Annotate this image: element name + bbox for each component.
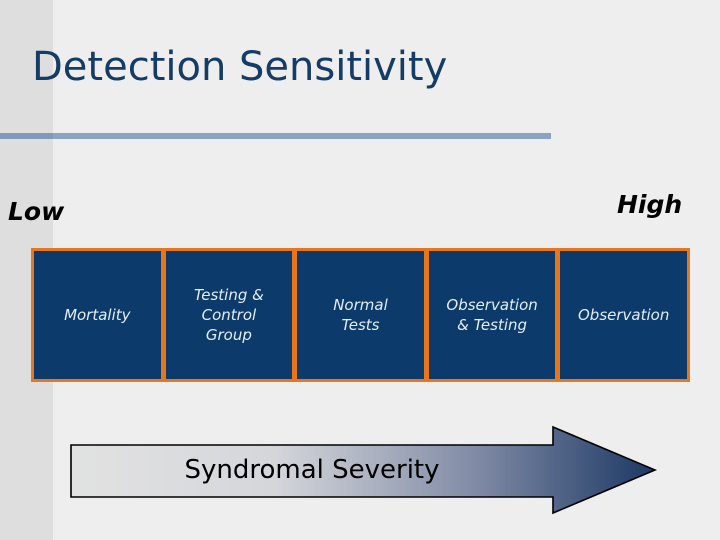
severity-box[interactable]: Mortality [31, 248, 164, 382]
scale-label-low: Low [8, 197, 65, 226]
severity-box[interactable]: Observation & Testing [425, 248, 559, 382]
severity-box-label: Observation [578, 306, 670, 324]
title-divider-rule [0, 133, 551, 139]
severity-box-label: Testing & Control Group [193, 286, 264, 344]
severity-box[interactable]: Testing & Control Group [162, 248, 296, 382]
severity-box-label: Normal Tests [333, 296, 388, 334]
severity-box-row: Mortality Testing & Control Group Normal… [31, 248, 690, 382]
right-arrow-icon [70, 425, 658, 515]
page-title: Detection Sensitivity [32, 44, 448, 90]
severity-box-label: Observation & Testing [446, 296, 538, 334]
scale-label-high: High [617, 190, 683, 219]
title-divider-rule-left-segment [0, 133, 53, 139]
severity-arrow [60, 415, 680, 525]
severity-box[interactable]: Normal Tests [294, 248, 427, 382]
severity-box-label: Mortality [64, 306, 131, 324]
severity-box[interactable]: Observation [557, 248, 690, 382]
